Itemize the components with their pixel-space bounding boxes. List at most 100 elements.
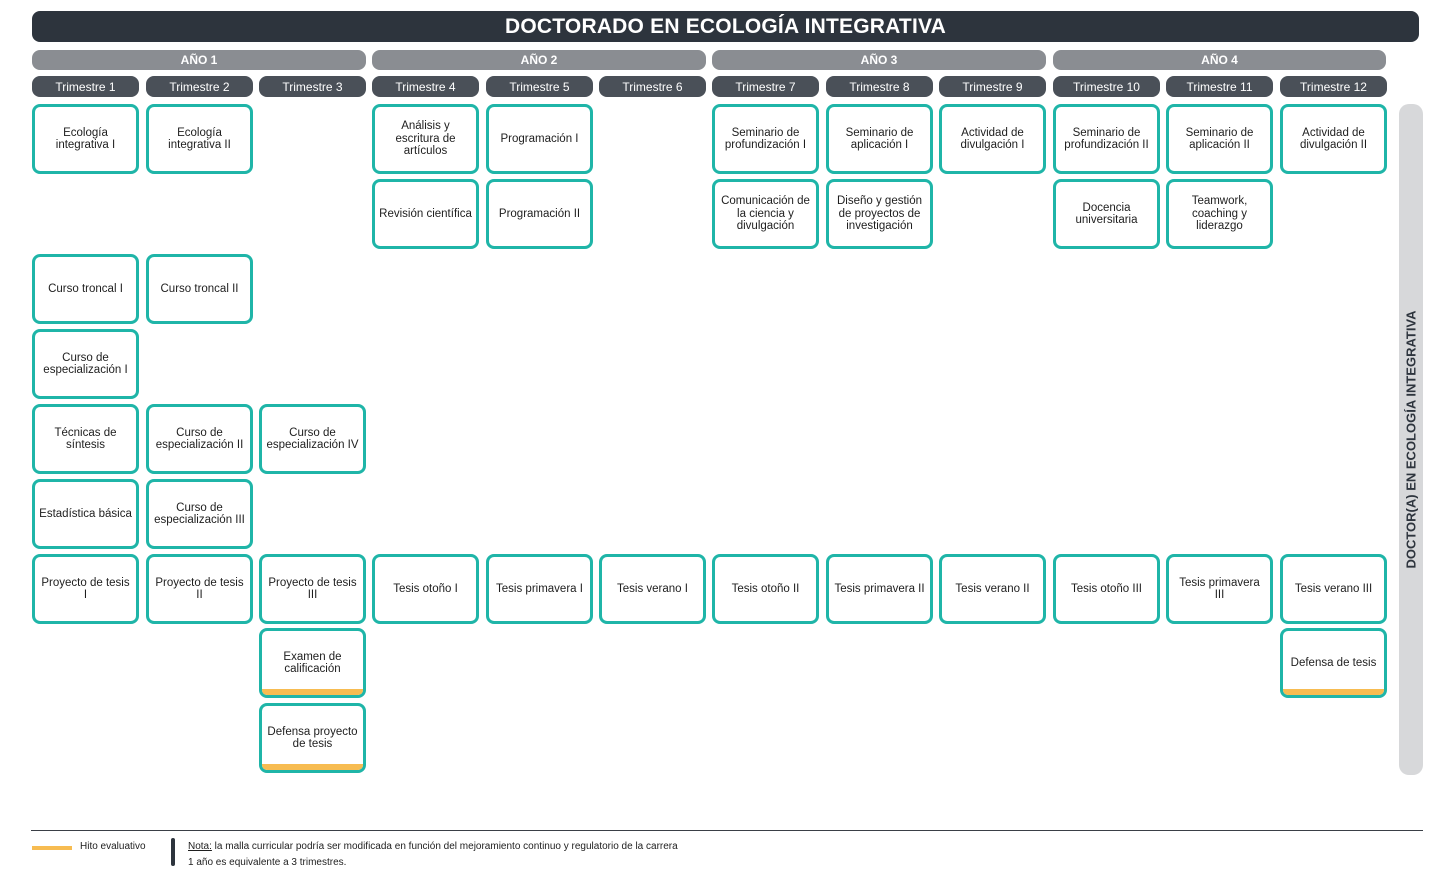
course-box: Curso troncal II (146, 254, 253, 324)
course-label: Defensa proyecto de tesis (267, 725, 358, 751)
trimester-header: Trimestre 9 (939, 76, 1046, 97)
course-label: Diseño y gestión de proyectos de investi… (836, 195, 923, 233)
course-box: Proyecto de tesis III (259, 554, 366, 624)
course-box: Tesis otoño I (372, 554, 479, 624)
course-label: Análisis y escritura de artículos (395, 120, 456, 158)
course-label: Actividad de divulgación I (960, 126, 1025, 152)
note-line-1: Nota: la malla curricular podría ser mod… (188, 841, 678, 852)
year-header: AÑO 3 (712, 50, 1046, 70)
trimester-header: Trimestre 10 (1053, 76, 1160, 97)
milestone-legend-label: Hito evaluativo (80, 841, 146, 852)
course-label: Actividad de divulgación II (1299, 126, 1368, 152)
trimester-header: Trimestre 5 (486, 76, 593, 97)
course-box: Seminario de aplicación II (1166, 104, 1273, 174)
year-header: AÑO 4 (1053, 50, 1386, 70)
course-box: Tesis verano III (1280, 554, 1387, 624)
trimester-header: Trimestre 6 (599, 76, 706, 97)
course-label: Curso de especialización II (155, 426, 244, 452)
course-label: Revisión científica (379, 207, 472, 220)
course-box: Proyecto de tesis II (146, 554, 253, 624)
course-box: Curso de especialización III (146, 479, 253, 549)
course-box: Programación II (486, 179, 593, 249)
course-label: Curso de especialización IV (266, 426, 359, 452)
trimester-header: Trimestre 11 (1166, 76, 1273, 97)
course-label: Curso troncal I (48, 282, 123, 295)
course-box: Ecología integrativa I (32, 104, 139, 174)
year-header: AÑO 1 (32, 50, 366, 70)
course-label: Tesis verano III (1294, 582, 1373, 595)
course-box: Diseño y gestión de proyectos de investi… (826, 179, 933, 249)
milestone-course-box: Defensa de tesis (1280, 628, 1387, 698)
course-label: Docencia universitaria (1075, 201, 1138, 227)
trimester-header: Trimestre 7 (712, 76, 819, 97)
course-box: Tesis primavera III (1166, 554, 1273, 624)
note-label: Nota: (188, 841, 212, 852)
course-label: Estadística básica (39, 507, 132, 520)
milestone-course-box: Examen de calificación (259, 628, 366, 698)
course-label: Curso troncal II (160, 282, 239, 295)
course-box: Teamwork, coaching y liderazgo (1166, 179, 1273, 249)
trimester-header: Trimestre 3 (259, 76, 366, 97)
course-box: Programación I (486, 104, 593, 174)
course-box: Curso de especialización II (146, 404, 253, 474)
course-label: Comunicación de la ciencia y divulgación (721, 195, 810, 233)
degree-side-bar (1399, 104, 1423, 775)
note-line-2: 1 año es equivalente a 3 trimestres. (188, 857, 347, 868)
note-marker (171, 838, 175, 866)
course-box: Ecología integrativa II (146, 104, 253, 174)
course-label: Proyecto de tesis II (155, 576, 244, 602)
course-box: Curso de especialización IV (259, 404, 366, 474)
trimester-header: Trimestre 1 (32, 76, 139, 97)
course-label: Tesis verano II (955, 582, 1030, 595)
course-box: Proyecto de tesis I (32, 554, 139, 624)
course-box: Análisis y escritura de artículos (372, 104, 479, 174)
course-label: Técnicas de síntesis (54, 426, 117, 452)
course-label: Proyecto de tesis I (41, 576, 130, 602)
course-label: Seminario de aplicación II (1185, 126, 1254, 152)
year-header: AÑO 2 (372, 50, 706, 70)
trimester-header: Trimestre 4 (372, 76, 479, 97)
course-box: Curso troncal I (32, 254, 139, 324)
course-box: Estadística básica (32, 479, 139, 549)
course-box: Seminario de profundización I (712, 104, 819, 174)
course-label: Ecología integrativa I (55, 126, 116, 152)
course-label: Tesis otoño II (731, 582, 800, 595)
course-label: Tesis primavera II (834, 582, 925, 595)
course-label: Teamwork, coaching y liderazgo (1191, 195, 1248, 233)
milestone-course-box: Defensa proyecto de tesis (259, 703, 366, 773)
trimester-header: Trimestre 8 (826, 76, 933, 97)
course-box: Seminario de aplicación I (826, 104, 933, 174)
course-label: Seminario de profundización II (1064, 126, 1149, 152)
footer-divider (31, 830, 1423, 831)
course-box: Tesis verano II (939, 554, 1046, 624)
course-label: Tesis primavera III (1179, 576, 1260, 602)
course-label: Tesis primavera I (496, 582, 583, 595)
course-box: Actividad de divulgación I (939, 104, 1046, 174)
degree-label: DOCTOR(A) EN ECOLOGÍA INTEGRATIVA (1399, 104, 1423, 775)
course-label: Proyecto de tesis III (268, 576, 357, 602)
course-label: Ecología integrativa II (168, 126, 231, 152)
course-label: Programación I (500, 132, 579, 145)
course-label: Seminario de aplicación I (845, 126, 914, 152)
trimester-header: Trimestre 2 (146, 76, 253, 97)
course-label: Curso de especialización III (154, 501, 245, 527)
course-box: Técnicas de síntesis (32, 404, 139, 474)
course-box: Seminario de profundización II (1053, 104, 1160, 174)
milestone-legend-swatch (32, 846, 72, 850)
course-label: Seminario de profundización I (724, 126, 807, 152)
course-label: Programación II (498, 207, 581, 220)
degree-label-text: DOCTOR(A) EN ECOLOGÍA INTEGRATIVA (1403, 310, 1419, 569)
course-box: Docencia universitaria (1053, 179, 1160, 249)
course-box: Tesis verano I (599, 554, 706, 624)
course-box: Curso de especialización I (32, 329, 139, 399)
course-box: Revisión científica (372, 179, 479, 249)
course-box: Comunicación de la ciencia y divulgación (712, 179, 819, 249)
course-box: Tesis otoño III (1053, 554, 1160, 624)
course-label: Examen de calificación (283, 650, 342, 676)
course-label: Defensa de tesis (1290, 656, 1377, 669)
course-box: Tesis primavera I (486, 554, 593, 624)
course-box: Tesis primavera II (826, 554, 933, 624)
course-box: Tesis otoño II (712, 554, 819, 624)
note-text: la malla curricular podría ser modificad… (211, 841, 678, 852)
course-label: Tesis otoño III (1071, 582, 1142, 595)
